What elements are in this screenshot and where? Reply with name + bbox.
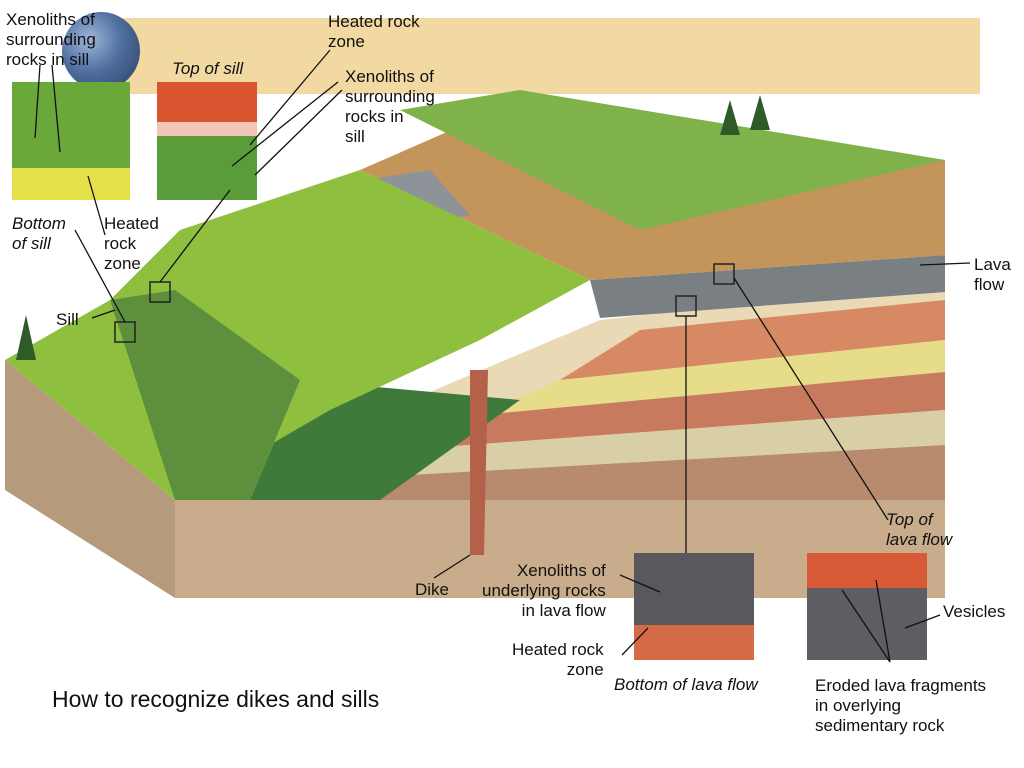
- lava-flow-layer: [590, 255, 945, 318]
- leader-lines: [34, 49, 971, 663]
- label-sill: Sill: [56, 310, 79, 329]
- label-heated-rock-zone-top: Heated rock zone: [328, 12, 420, 51]
- label-lava-flow: Lava flow: [974, 255, 1011, 294]
- tree-icon: [750, 95, 770, 130]
- label-top-of-sill: Top of sill: [172, 59, 244, 78]
- globe-icon: [62, 12, 140, 90]
- label-heated-rock-zone-bottom: Heated rock zone: [512, 640, 604, 679]
- label-bottom-of-sill: Bottom of sill: [12, 214, 66, 253]
- map-banner: [120, 18, 980, 94]
- tree-icon: [16, 315, 36, 360]
- marker-box: [713, 263, 735, 285]
- label-xenoliths-sill-topleft: Xenoliths of surrounding rocks in sill: [6, 10, 96, 69]
- stratum-red-1: [560, 300, 945, 380]
- label-dike: Dike: [415, 580, 450, 599]
- dike: [470, 370, 488, 555]
- block-front-left-face: [5, 360, 175, 598]
- tree-icon: [720, 100, 740, 135]
- plateau-top: [400, 90, 945, 230]
- stratum-yellow-1: [480, 340, 945, 415]
- label-xenoliths-underlying: Xenoliths of underlying rocks in lava fl…: [482, 561, 606, 620]
- label-heated-rock-zone-left: Heated rock zone: [104, 214, 159, 273]
- label-xenoliths-sill-right: Xenoliths of surrounding rocks in sill: [345, 67, 435, 146]
- label-vesicles: Vesicles: [943, 602, 1006, 621]
- stratum-red-3: [260, 445, 945, 500]
- sill-cliff: [110, 290, 300, 500]
- stratum-red-2: [400, 372, 945, 450]
- caption: How to recognize dikes and sills: [52, 686, 380, 712]
- label-bottom-of-lava-flow: Bottom of lava flow: [614, 675, 758, 694]
- label-top-of-lava-flow: Top of lava flow: [886, 510, 953, 549]
- label-eroded-lava-fragments: Eroded lava fragments in overlying sedim…: [815, 676, 987, 735]
